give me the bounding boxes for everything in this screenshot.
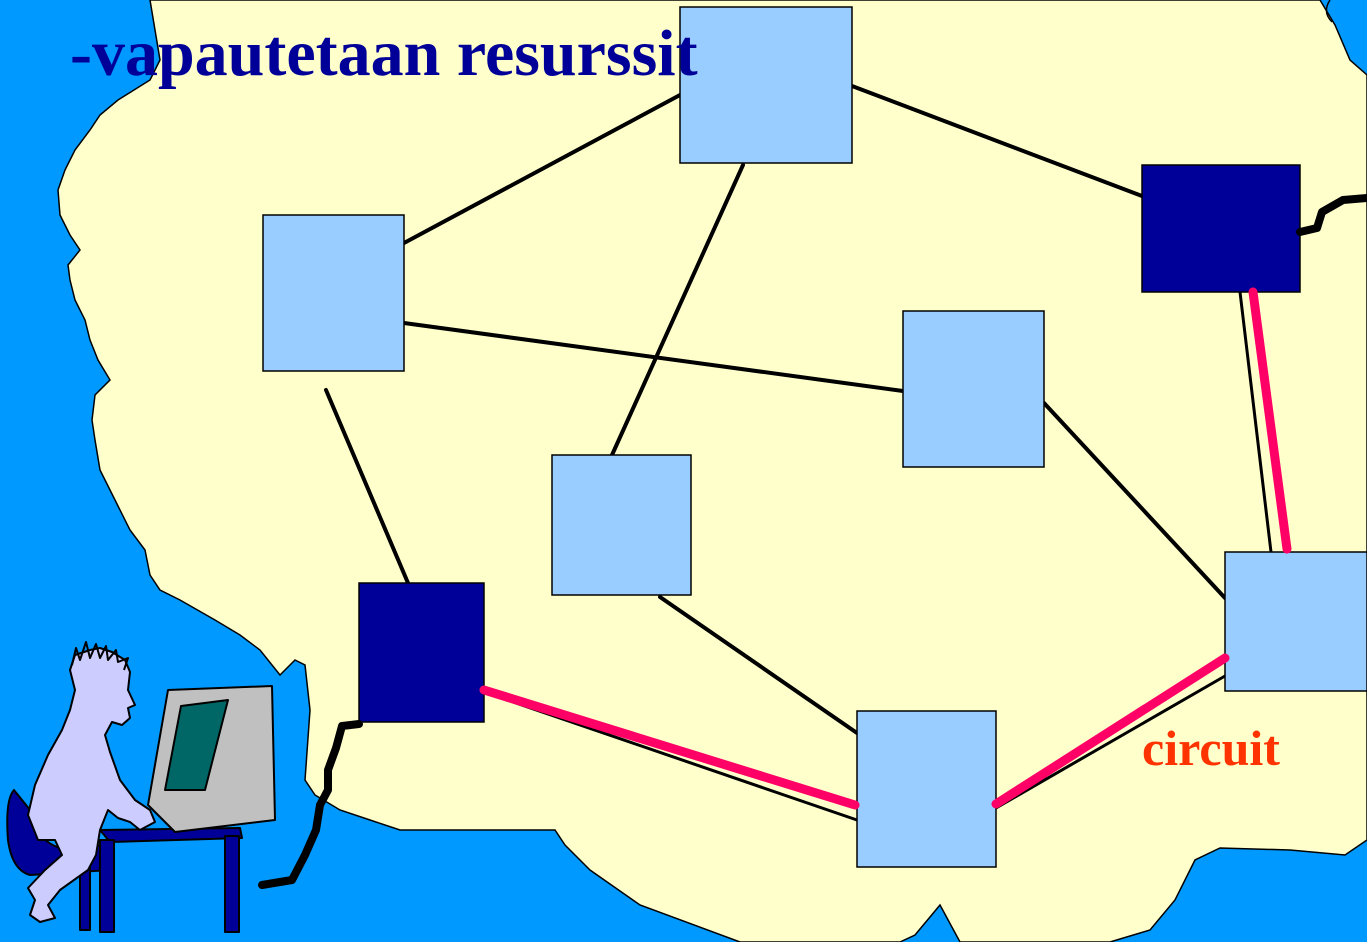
circuit-segment-2	[991, 653, 1230, 809]
network-nodes	[262, 6, 1367, 868]
access-cable-right	[1296, 194, 1367, 236]
link-top-righttop	[850, 84, 1144, 198]
switch-node-center	[551, 454, 692, 596]
computer-screen	[164, 699, 229, 791]
link-righttop-rightbottom	[1238, 290, 1273, 554]
link-center-bottom	[658, 595, 859, 735]
switch-node-top	[679, 6, 853, 164]
access-cable-left	[258, 720, 363, 889]
person	[27, 647, 156, 923]
circuit-segment-1	[479, 685, 860, 810]
link-bottom-rightbottom	[994, 674, 1227, 810]
link-left-centerright	[402, 321, 905, 393]
desk	[99, 827, 243, 843]
circuit-path	[479, 287, 1292, 810]
slide-title: -vapautetaan resurssit	[70, 17, 698, 90]
desk-leg-left	[99, 839, 115, 933]
switch-node-left	[262, 214, 405, 372]
user-at-computer-illustration	[6, 641, 276, 933]
desk-leg-right	[224, 835, 240, 933]
network-links	[324, 84, 1273, 822]
link-top-center	[610, 163, 745, 457]
person-hair	[71, 641, 129, 671]
link-centerright-rightbottom	[1042, 401, 1227, 600]
circuit-segment-3	[1248, 287, 1292, 554]
switch-node-right-bottom	[1224, 551, 1367, 692]
switch-node-bottom	[856, 710, 997, 868]
endpoint-switch-right-top	[1141, 164, 1301, 293]
cloud-edge-mark	[1325, 0, 1333, 23]
switch-node-center-right	[902, 310, 1045, 468]
link-left-top	[402, 93, 682, 245]
link-left-leftbottom	[324, 388, 410, 585]
circuit-label: circuit	[1142, 720, 1280, 776]
endpoint-switch-left-bottom	[358, 582, 485, 723]
